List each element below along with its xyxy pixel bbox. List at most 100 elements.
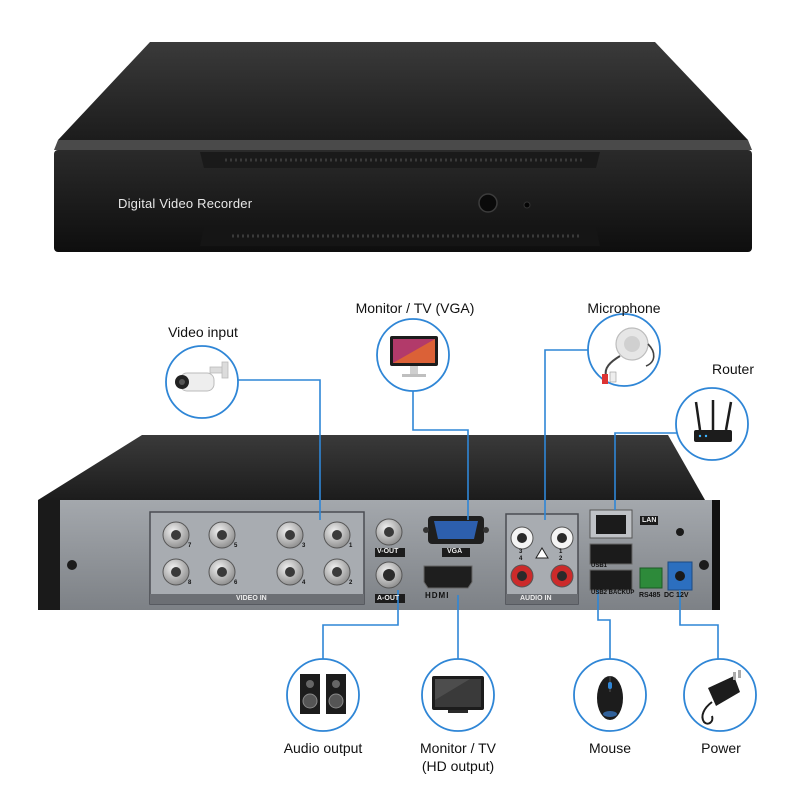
dvr-top-edge (54, 140, 752, 150)
line-mouse (597, 590, 611, 660)
line-power (679, 590, 719, 660)
line-vga (412, 390, 469, 520)
dvr-rear-view (38, 435, 720, 610)
callout-power (683, 658, 757, 732)
label-rs485: RS485 (639, 592, 661, 599)
label-router: Router (711, 361, 755, 377)
bnc-number-label: 8 (188, 580, 192, 586)
desktop-monitor-icon (390, 336, 438, 377)
callout-microphone (587, 313, 661, 387)
audio-in-label-bar (506, 594, 578, 604)
bnc-number-label: 2 (349, 580, 353, 586)
callout-monitor-hd (421, 658, 495, 732)
callout-mouse (573, 658, 647, 732)
a-out-label-bar (375, 594, 405, 603)
label-dc12v: DC 12V (664, 592, 689, 599)
video-in-label-bar (150, 594, 364, 604)
bnc-connector-2[interactable] (323, 558, 351, 586)
vga-screw-icon (423, 527, 429, 533)
callout-router (675, 387, 749, 461)
label-usb1: USB1 (591, 563, 608, 569)
rca-jack-4[interactable] (510, 564, 534, 588)
label-v-out: V-OUT (377, 548, 399, 555)
ground-screw-icon (676, 528, 684, 536)
a-out-jack-center-icon (383, 569, 395, 581)
label-power: Power (701, 740, 741, 756)
audio-in-block (505, 513, 579, 605)
label-mouse: Mouse (588, 740, 632, 756)
vga-screw-icon (483, 527, 489, 533)
bnc-number-label: 5 (234, 543, 238, 549)
callout-monitor-vga (376, 318, 450, 392)
bnc-connector-6[interactable] (208, 558, 236, 586)
label-lan: LAN (642, 517, 657, 524)
microphone-icon (602, 327, 655, 384)
dvr-front-view (54, 42, 752, 252)
bnc-connector-4[interactable] (276, 558, 304, 586)
label-audio-in: AUDIO IN (520, 595, 552, 602)
speakers-icon (300, 674, 346, 714)
bnc-number-label: 6 (234, 580, 238, 586)
mouse-icon (597, 676, 623, 720)
router-icon (694, 400, 733, 442)
label-monitor-hd-line1: Monitor / TV (420, 740, 496, 756)
rca-jack-3[interactable] (510, 526, 534, 550)
label-monitor-vga: Monitor / TV (VGA) (355, 300, 475, 316)
bnc-connector-3[interactable] (276, 521, 304, 549)
dvr-rear-top-surface (38, 435, 705, 500)
bnc-connector-5[interactable] (208, 521, 236, 549)
label-audio-output: Audio output (283, 740, 363, 756)
warning-icon (535, 547, 549, 559)
rca-jack-2[interactable] (550, 564, 574, 588)
ir-receiver-icon (478, 193, 498, 213)
label-video-in: VIDEO IN (236, 595, 267, 602)
dvr-top-surface (58, 42, 748, 140)
rca-number-label: 4 (519, 556, 523, 562)
usb2-port-icon[interactable] (589, 569, 633, 591)
dvr-front-vent-bottom (200, 226, 600, 246)
bnc-connector-1[interactable] (323, 521, 351, 549)
line-audio-out (322, 590, 399, 660)
label-hdmi: HDMI (425, 591, 450, 600)
bnc-connector-8[interactable] (162, 558, 190, 586)
power-adapter-icon (701, 670, 741, 725)
callout-audio-output (286, 658, 360, 732)
lan-label-bar (640, 516, 658, 525)
device-front-label: Digital Video Recorder (118, 196, 253, 211)
rca-jacks (510, 526, 574, 588)
label-video-input: Video input (168, 324, 238, 340)
line-video-input (236, 379, 321, 520)
usb1-port-icon[interactable] (589, 543, 633, 565)
label-microphone: Microphone (587, 300, 661, 316)
bnc-connectors (162, 521, 351, 586)
dc-jack-center-icon (675, 571, 685, 581)
label-monitor-hd-line2: (HD output) (421, 758, 495, 774)
vga-port-icon[interactable] (434, 521, 478, 539)
lan-port-icon[interactable] (596, 515, 626, 534)
bnc-connector-7[interactable] (162, 521, 190, 549)
status-led-icon (523, 201, 531, 209)
dc-power-jack-icon[interactable] (667, 561, 693, 591)
rca-number-label: 2 (559, 556, 563, 562)
bnc-number-label: 4 (302, 580, 306, 586)
rs485-terminal-icon[interactable] (639, 567, 663, 589)
rca-jack-1[interactable] (550, 526, 574, 550)
label-usb2: USB2 BACKUP (591, 590, 635, 596)
rca-number-label: 1 (559, 549, 563, 555)
bullet-camera-icon (175, 361, 229, 392)
v-out-bnc-center-icon (384, 527, 394, 537)
v-out-label-bar (375, 548, 405, 557)
rca-number-label: 3 (519, 549, 523, 555)
bnc-number-label: 1 (349, 543, 353, 549)
callout-video-input (165, 345, 239, 419)
bnc-number-label: 7 (188, 543, 192, 549)
bnc-number-label: 3 (302, 543, 306, 549)
tv-icon (432, 676, 484, 713)
label-a-out: A-OUT (377, 595, 400, 602)
screw-icon (699, 560, 709, 570)
screw-icon (67, 560, 77, 570)
label-vga: VGA (447, 548, 463, 555)
hdmi-port-icon[interactable] (423, 565, 473, 589)
dvr-rear-side (712, 500, 720, 610)
